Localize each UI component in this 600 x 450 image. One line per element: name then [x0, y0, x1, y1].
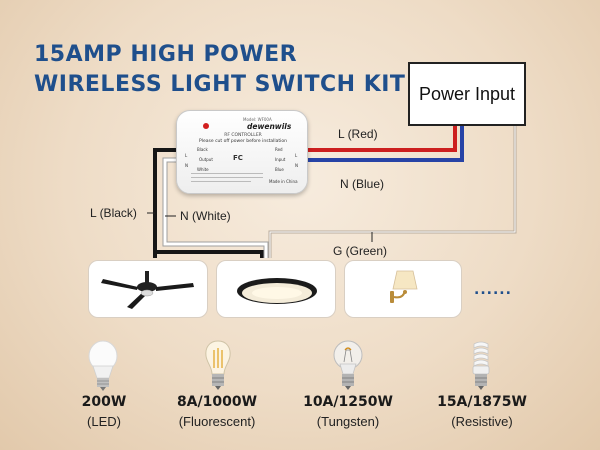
power-input-label: Power Input — [418, 83, 516, 104]
controller-caution: Please cut off power before installation — [199, 139, 287, 144]
terminal-l-left: L — [185, 153, 188, 158]
rating-fluorescent: 8A/1000W — [176, 394, 258, 410]
terminal-n-right: N — [295, 163, 298, 168]
controller-brand: dewenwils — [247, 122, 292, 131]
filament-bulb-icon — [205, 340, 231, 390]
ceiling-fan-icon — [101, 271, 194, 309]
type-fluorescent: (Fluorescent) — [178, 414, 256, 429]
fixture-tile-wall-sconce — [344, 260, 462, 318]
type-tungsten: (Tungsten) — [316, 414, 380, 429]
tungsten-bulb-icon — [333, 340, 363, 390]
terminal-red: Red — [275, 147, 283, 152]
label-live-black: L (Black) — [90, 206, 137, 220]
title-line-1: 15AMP HIGH POWER — [34, 42, 298, 67]
label-ground-green: G (Green) — [333, 244, 388, 258]
type-led: (LED) — [87, 414, 121, 429]
black-live-wire-run — [155, 250, 264, 258]
more-fixtures: ...... — [474, 282, 512, 298]
rating-resistive: 15A/1875W — [437, 394, 527, 410]
terminal-black: Black — [197, 147, 208, 152]
red-live-wire — [308, 126, 457, 152]
type-resistive: (Resistive) — [451, 414, 513, 429]
fixture-tile-ceiling-light — [216, 260, 336, 318]
power-input-box: Power Input — [408, 62, 526, 126]
spec-line-3 — [191, 181, 251, 182]
status-led-icon — [203, 123, 209, 129]
rating-led: 200W — [81, 394, 127, 410]
terminal-input: Input — [275, 157, 286, 162]
terminal-l-right: L — [295, 153, 298, 158]
fixture-tile-fan — [88, 260, 208, 318]
controller-type: RF CONTROLLER — [224, 133, 262, 138]
controller-model: Model: WF00A — [243, 117, 272, 122]
label-neutral-white: N (White) — [180, 209, 231, 223]
black-live-wire — [153, 148, 176, 258]
terminal-output: Output — [199, 157, 213, 162]
ground-wire-inner — [269, 126, 516, 258]
cfl-bulb-icon — [472, 341, 490, 390]
rating-tungsten: 10A/1250W — [303, 394, 393, 410]
terminal-blue: Blue — [275, 167, 284, 172]
made-in: Made in China — [269, 179, 298, 184]
terminal-white: White — [197, 167, 209, 172]
spec-line-2 — [191, 177, 263, 178]
wall-sconce-icon — [390, 270, 418, 303]
title-line-2: WIRELESS LIGHT SWITCH KIT — [34, 72, 406, 97]
fc-mark: FC — [233, 154, 243, 162]
led-bulb-icon — [88, 340, 118, 391]
label-neutral-blue: N (Blue) — [340, 177, 385, 191]
terminal-n-left: N — [185, 163, 188, 168]
rf-controller: Model: WF00A dewenwils RF CONTROLLER Ple… — [176, 110, 308, 194]
label-live-red: L (Red) — [338, 127, 378, 141]
white-neutral-wire — [163, 158, 268, 258]
spec-line-1 — [191, 173, 263, 174]
blue-neutral-wire — [308, 126, 464, 162]
ceiling-light-icon — [237, 278, 317, 304]
